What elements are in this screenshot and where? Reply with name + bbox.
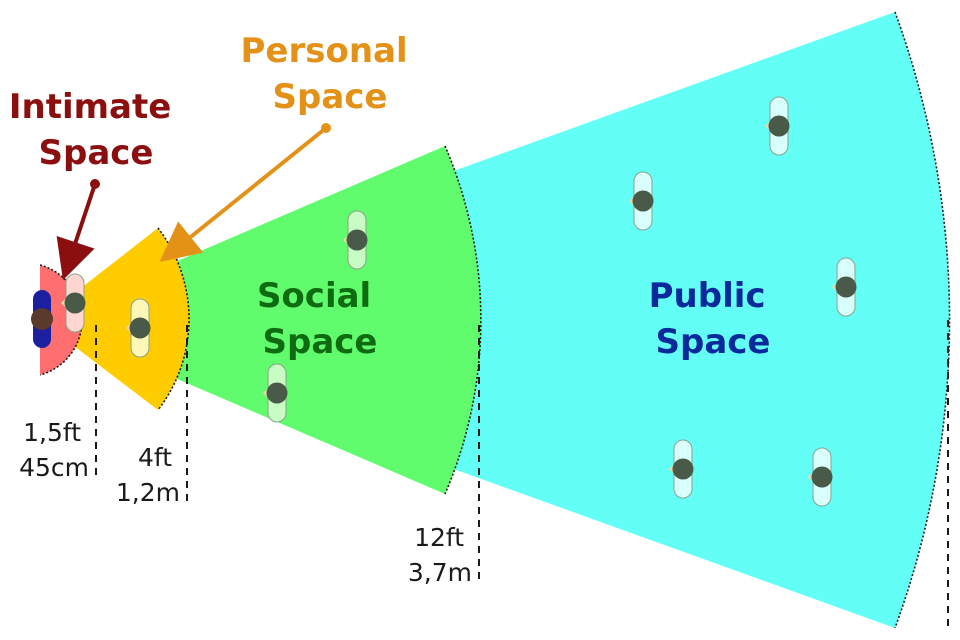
- person-icon: [832, 257, 857, 317]
- person-icon: [808, 447, 833, 507]
- person-icon: [263, 363, 288, 423]
- center-person-icon: [31, 290, 53, 348]
- person-icon: [629, 171, 654, 231]
- personal-callout-dot: [321, 123, 331, 133]
- intimate-distance-label: 1,5ft 45cm: [19, 418, 89, 482]
- public-space-zone: [40, 12, 950, 628]
- personal-space-zone: [40, 228, 190, 410]
- personal-boundary: [157, 227, 190, 411]
- intimate-callout-arrow: [56, 183, 97, 281]
- person-icon: [126, 298, 151, 358]
- social-distance-label: 12ft 3,7m: [408, 523, 472, 587]
- intimate-callout-dot: [90, 179, 100, 189]
- social-space-label: Social Space: [257, 276, 383, 362]
- intimate-space-label: Intimate Space: [9, 87, 183, 173]
- personal-callout-arrow: [159, 126, 328, 263]
- social-space-zone: [40, 146, 481, 494]
- social-boundary: [444, 145, 482, 495]
- personal-space-label: Personal Space: [241, 31, 420, 117]
- person-icon: [669, 439, 694, 499]
- personal-distance-label: 4ft 1,2m: [116, 443, 180, 507]
- person-icon: [765, 96, 790, 156]
- public-space-label: Public Space: [649, 276, 778, 362]
- person-icon: [343, 210, 368, 270]
- public-boundary: [894, 11, 951, 629]
